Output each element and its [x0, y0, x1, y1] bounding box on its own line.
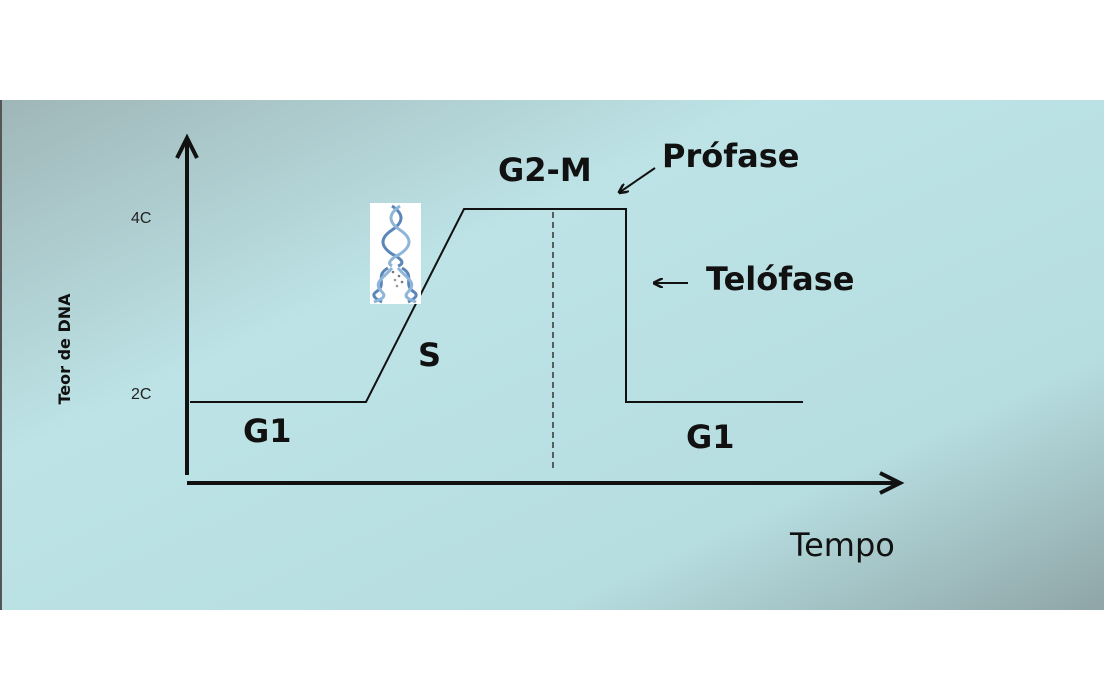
- phase-label-g2m: G2-M: [498, 151, 592, 189]
- y-axis-label: Teor de DNA: [55, 293, 74, 405]
- y-tick-2c: 2C: [131, 386, 151, 403]
- dna-double-helix-replication-icon: [370, 203, 421, 304]
- y-tick-4c: 4C: [131, 210, 151, 227]
- phase-label-g1-end: G1: [686, 418, 735, 456]
- prophase-arrow: [620, 167, 656, 192]
- slide-background: [0, 100, 1106, 610]
- annotation-prophase: Prófase: [662, 137, 799, 175]
- x-axis-label: Tempo: [789, 526, 895, 564]
- phase-label-g1-start: G1: [243, 412, 292, 450]
- phase-label-s: S: [418, 336, 441, 374]
- x-axis-arrowhead: [879, 471, 905, 495]
- y-axis-arrowhead: [175, 133, 199, 159]
- dna-content-curve: [190, 208, 803, 403]
- annotation-telophase: Telófase: [706, 260, 855, 298]
